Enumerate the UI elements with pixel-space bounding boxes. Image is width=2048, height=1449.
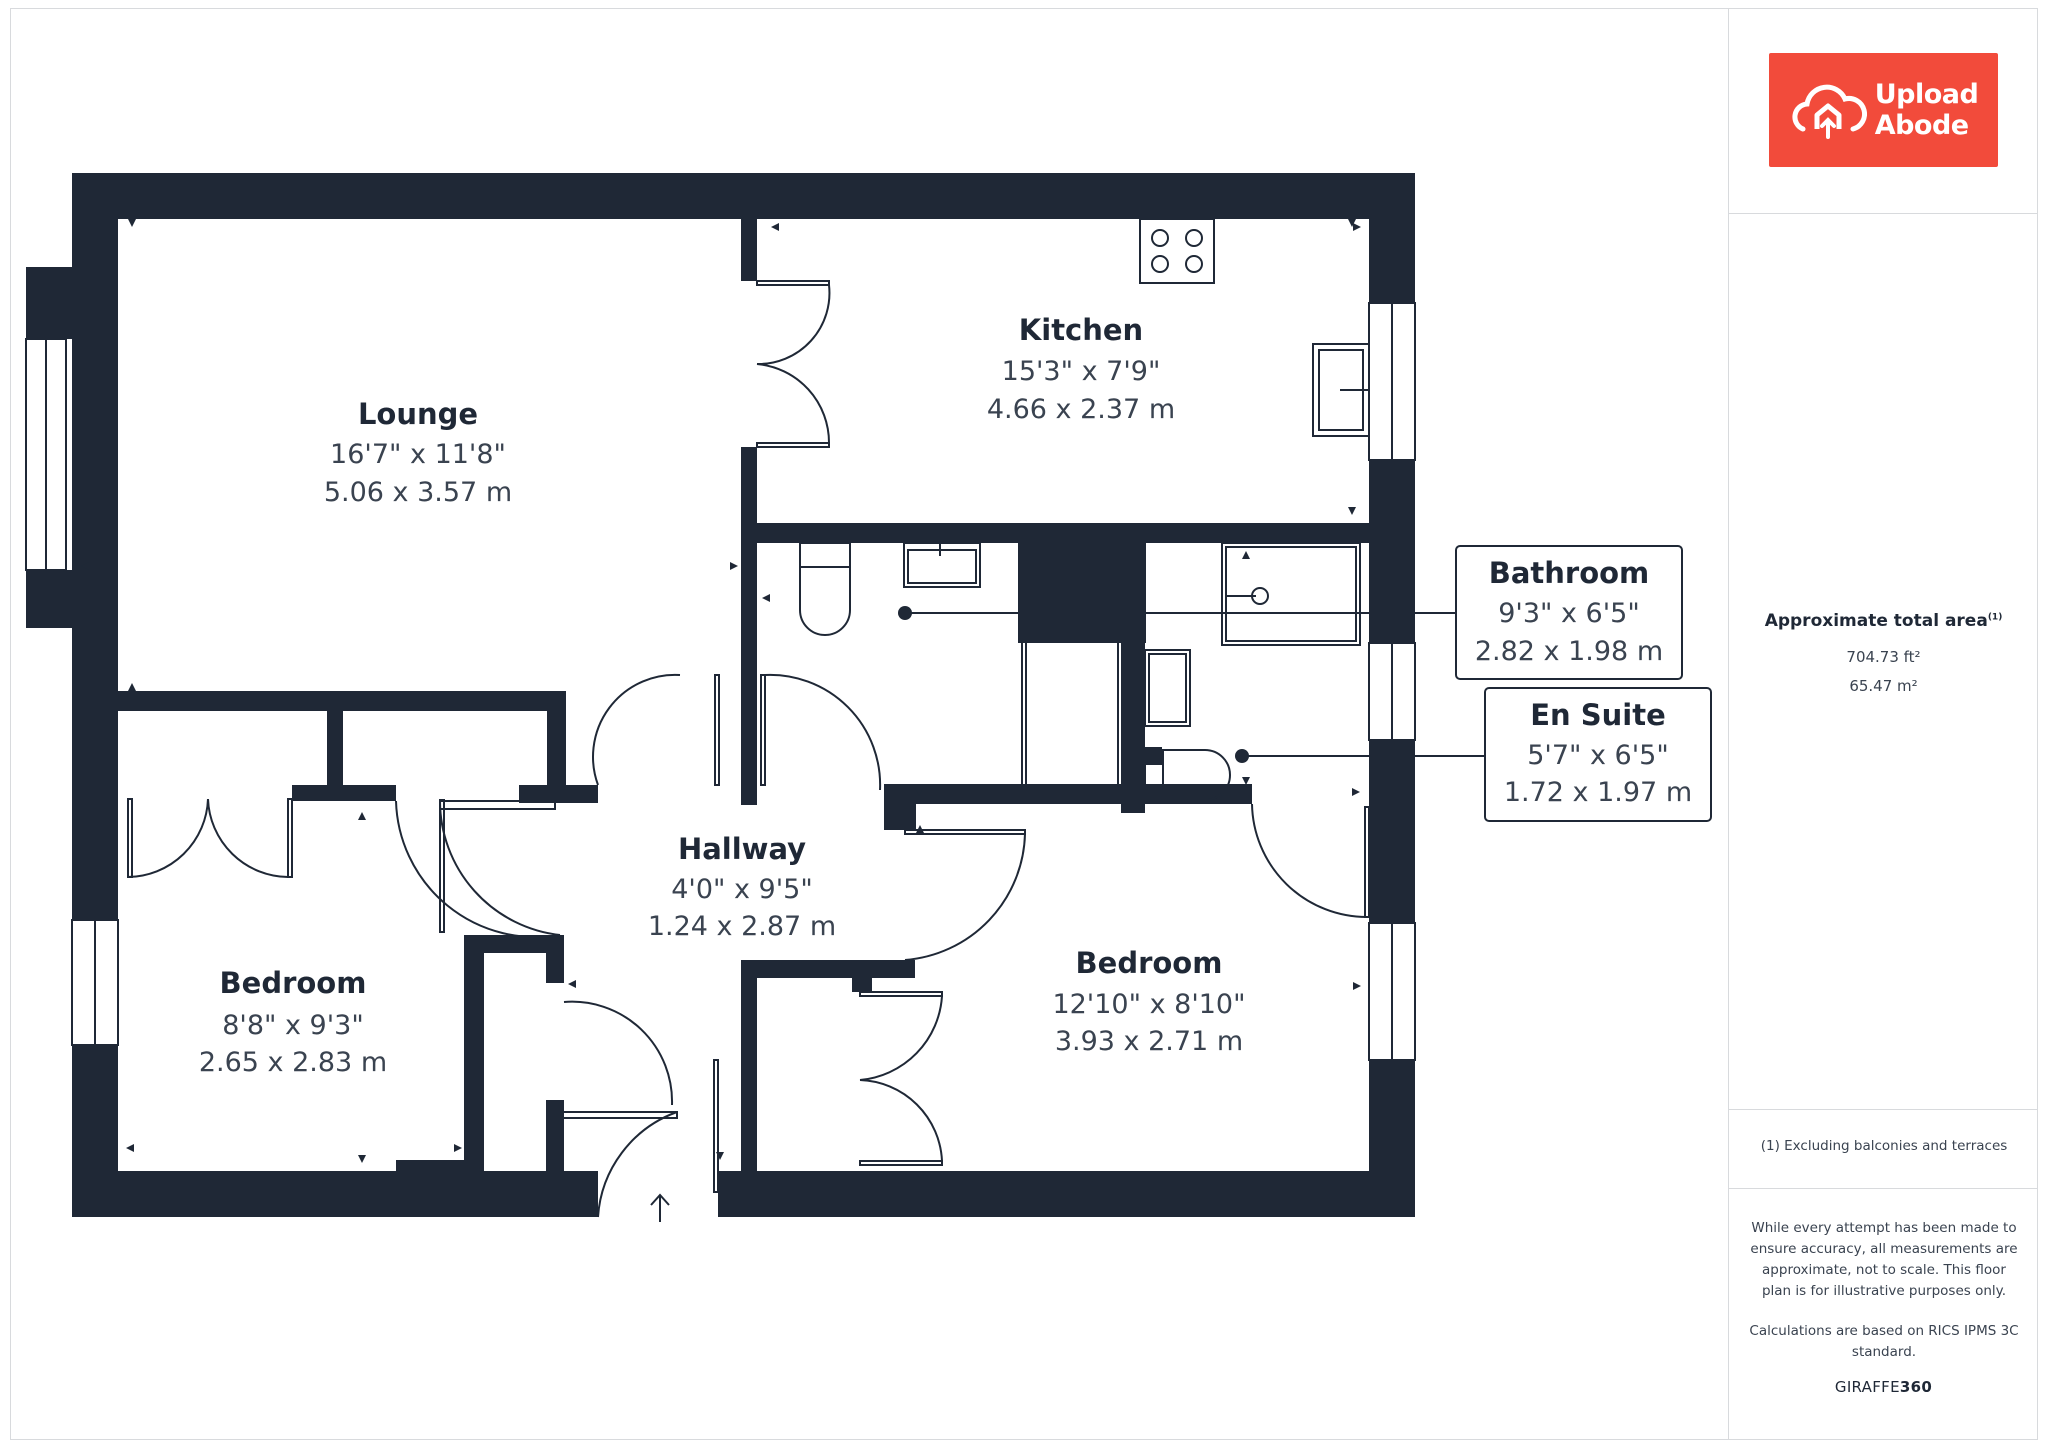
bedroom-right-metric: 3.93 x 2.71 m (1055, 1026, 1243, 1057)
bathroom-metric: 2.82 x 1.98 m (1475, 636, 1663, 667)
callout-leaders (905, 612, 1485, 757)
kitchen-name: Kitchen (1019, 313, 1143, 347)
logo-line-1: Upload (1874, 79, 1979, 110)
ensuite-callout-dot (1235, 749, 1249, 763)
floor-plan: Lounge 16'7" x 11'8" 5.06 x 3.57 m Kitch… (25, 173, 1712, 1222)
dimension-markers (81, 219, 1361, 1163)
area-m: 65.47 m² (1849, 677, 1918, 695)
ensuite-toilet-icon (1162, 749, 1231, 801)
hallway-name: Hallway (678, 832, 806, 866)
bedroom-left-imperial: 8'8" x 9'3" (222, 1010, 364, 1041)
ensuite-name: En Suite (1530, 698, 1666, 732)
ensuite-imperial: 5'7" x 6'5" (1527, 740, 1669, 771)
lounge-imperial: 16'7" x 11'8" (330, 439, 506, 470)
area-title-text: Approximate total area (1764, 611, 1988, 631)
bedroom-left-metric: 2.65 x 2.83 m (199, 1047, 387, 1078)
footnote: (1) Excluding balconies and terraces (1760, 1138, 2008, 1154)
bath-icon (1021, 597, 1123, 797)
toilet-icon (799, 566, 851, 636)
area-ft: 704.73 ft² (1846, 648, 1921, 666)
page-frame (10, 8, 2038, 1440)
calc-note: Calculations are based on RICS IPMS 3C s… (1749, 1323, 2019, 1360)
toilet-cistern-icon (799, 542, 851, 568)
bedroom-right-name: Bedroom (1076, 946, 1223, 980)
fixtures (799, 218, 1370, 801)
hallway-imperial: 4'0" x 9'5" (671, 874, 813, 905)
bedroom-left-name: Bedroom (220, 966, 367, 1000)
bathroom-imperial: 9'3" x 6'5" (1498, 598, 1640, 629)
doors (127, 280, 1370, 1218)
bathroom-basin-icon (903, 542, 981, 588)
ensuite-basin-icon (1144, 649, 1191, 727)
lounge-metric: 5.06 x 3.57 m (324, 477, 512, 508)
ensuite-callout-box (1484, 687, 1712, 822)
brand-light: GIRAFFE (1834, 1378, 1900, 1396)
logo-text: Upload Abode (1875, 79, 1979, 141)
bathroom-callout-dot (898, 606, 912, 620)
upload-abode-logo: Upload Abode (1769, 53, 1998, 167)
bathroom-callout-box (1455, 545, 1683, 680)
logo-line-2: Abode (1874, 110, 1969, 141)
brand-bold: 360 (1899, 1378, 1933, 1396)
sidebar-divider (1729, 1188, 2038, 1189)
window-lines (45, 303, 1393, 1060)
disclaimer: While every attempt has been made to ens… (1750, 1220, 2018, 1299)
hallway-metric: 1.24 x 2.87 m (648, 911, 836, 942)
sidebar-divider (1729, 1109, 2038, 1110)
hob-icon (1139, 218, 1215, 284)
cloud-house-icon (1792, 84, 1867, 139)
sidebar-divider (1729, 213, 2038, 214)
entrance-arrow (650, 1193, 670, 1222)
bedroom-right-imperial: 12'10" x 8'10" (1052, 989, 1245, 1020)
kitchen-imperial: 15'3" x 7'9" (1002, 356, 1161, 387)
info-sidebar: Upload Abode Approximate total area(1) 7… (1728, 8, 2038, 1440)
area-title: Approximate total area(1) (1729, 611, 2038, 631)
ensuite-metric: 1.72 x 1.97 m (1504, 777, 1692, 808)
shower-icon (1221, 542, 1361, 646)
kitchen-metric: 4.66 x 2.37 m (987, 394, 1175, 425)
giraffe360-brand: GIRAFFE360 (1729, 1378, 2038, 1396)
lounge-name: Lounge (358, 397, 478, 431)
area-title-footnote-marker: (1) (1987, 612, 2003, 623)
bathroom-name: Bathroom (1489, 556, 1650, 590)
